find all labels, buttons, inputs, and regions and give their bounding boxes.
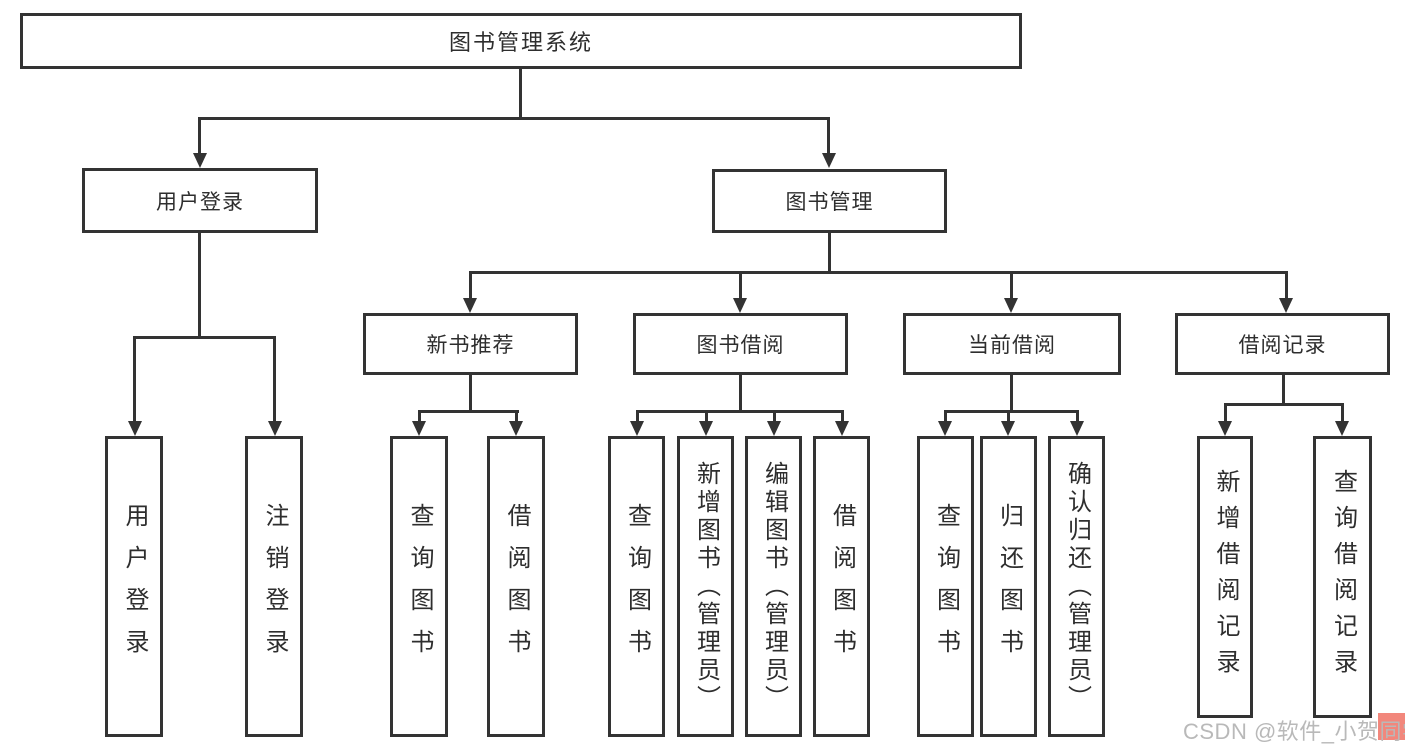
leaf-query-book-borrowing: 查询图书: [608, 436, 665, 737]
leaf-logout: 注销登录: [245, 436, 303, 737]
connector-line: [198, 117, 201, 153]
node-label: 新书推荐: [426, 334, 515, 357]
arrow-down-icon: [463, 298, 477, 313]
connector-line: [469, 271, 472, 298]
arrow-down-icon: [1218, 421, 1232, 436]
node-label: 新增图书（管理员）: [692, 460, 720, 713]
leaf-borrow-book: 借阅图书: [813, 436, 870, 737]
leaf-borrow-book-recommend: 借阅图书: [487, 436, 545, 737]
node-borrowing-records: 借阅记录: [1175, 313, 1390, 375]
arrow-down-icon: [938, 421, 952, 436]
node-new-book-recommend: 新书推荐: [363, 313, 578, 375]
arrow-down-icon: [1070, 421, 1084, 436]
node-label: 新增借阅记录: [1212, 469, 1239, 685]
connector-line: [739, 271, 742, 298]
connector-line: [515, 410, 518, 421]
leaf-edit-book-admin: 编辑图书（管理员）: [745, 436, 802, 737]
node-label: 图书管理: [785, 191, 874, 214]
connector-line: [469, 375, 472, 413]
arrow-down-icon: [268, 421, 282, 436]
leaf-query-book-recommend: 查询图书: [390, 436, 448, 737]
leaf-add-borrow-record: 新增借阅记录: [1197, 436, 1253, 718]
arrow-down-icon: [835, 421, 849, 436]
connector-line: [705, 410, 708, 421]
watermark: CSDN @软件_小贺同学: [1183, 719, 1405, 744]
connector-line: [133, 336, 276, 339]
connector-line: [469, 271, 1288, 274]
arrow-down-icon: [630, 421, 644, 436]
leaf-add-book-admin: 新增图书（管理员）: [677, 436, 734, 737]
leaf-user-login: 用户登录: [105, 436, 163, 737]
connector-line: [739, 375, 742, 413]
arrow-down-icon: [1335, 421, 1349, 436]
node-label: 查询图书: [932, 502, 960, 671]
connector-line: [1341, 403, 1344, 421]
connector-line: [828, 233, 831, 274]
arrow-down-icon: [128, 421, 142, 436]
node-user-login: 用户登录: [82, 168, 318, 233]
node-label: 借阅图书: [503, 502, 530, 671]
connector-line: [273, 336, 276, 421]
node-label: 查询借阅记录: [1329, 469, 1357, 685]
arrow-down-icon: [699, 421, 713, 436]
node-current-borrowing: 当前借阅: [903, 313, 1121, 375]
leaf-query-borrow-record: 查询借阅记录: [1313, 436, 1372, 718]
node-book-management: 图书管理: [712, 169, 947, 233]
connector-line: [519, 69, 522, 117]
node-label: 借阅图书: [828, 502, 856, 671]
connector-line: [827, 117, 830, 153]
arrow-down-icon: [1001, 421, 1015, 436]
connector-line: [773, 410, 776, 421]
connector-line: [198, 117, 830, 120]
arrow-down-icon: [1004, 298, 1018, 313]
connector-line: [1007, 410, 1010, 421]
connector-line: [1010, 271, 1013, 298]
connector-line: [198, 233, 201, 336]
arrow-down-icon: [193, 153, 207, 168]
leaf-return-book: 归还图书: [980, 436, 1037, 737]
connector-line: [1010, 375, 1013, 413]
connector-line: [1076, 410, 1079, 421]
node-label: 用户登录: [156, 190, 244, 214]
node-label: 当前借阅: [968, 334, 1056, 357]
node-label: 归还图书: [995, 502, 1023, 671]
arrow-down-icon: [509, 421, 523, 436]
arrow-down-icon: [767, 421, 781, 436]
connector-line: [1285, 271, 1288, 298]
arrow-down-icon: [1279, 298, 1293, 313]
connector-line: [636, 410, 639, 421]
node-label: 借阅记录: [1238, 334, 1327, 357]
node-label: 确认归还（管理员）: [1063, 460, 1091, 713]
node-label: 编辑图书（管理员）: [760, 460, 788, 713]
node-book-borrowing: 图书借阅: [633, 313, 848, 375]
leaf-confirm-return-admin: 确认归还（管理员）: [1048, 436, 1105, 737]
connector-line: [944, 410, 947, 421]
leaf-query-book-current: 查询图书: [917, 436, 974, 737]
arrow-down-icon: [412, 421, 426, 436]
node-label: 注销登录: [261, 502, 288, 671]
node-library-management-system: 图书管理系统: [20, 13, 1022, 69]
node-label: 图书借阅: [696, 334, 785, 357]
node-label: 查询图书: [406, 502, 433, 671]
connector-line: [944, 410, 1079, 413]
arrow-down-icon: [733, 298, 747, 313]
connector-line: [636, 410, 844, 413]
connector-line: [133, 336, 136, 421]
watermark-accent-square: [1378, 713, 1405, 740]
connector-line: [1224, 403, 1344, 406]
connector-line: [1282, 375, 1285, 406]
node-label: 图书管理系统: [448, 30, 593, 55]
node-label: 用户登录: [121, 502, 148, 671]
connector-line: [418, 410, 421, 421]
connector-line: [841, 410, 844, 421]
node-label: 查询图书: [623, 502, 651, 671]
connector-line: [1224, 403, 1227, 421]
connector-line: [418, 410, 519, 413]
arrow-down-icon: [822, 153, 836, 168]
